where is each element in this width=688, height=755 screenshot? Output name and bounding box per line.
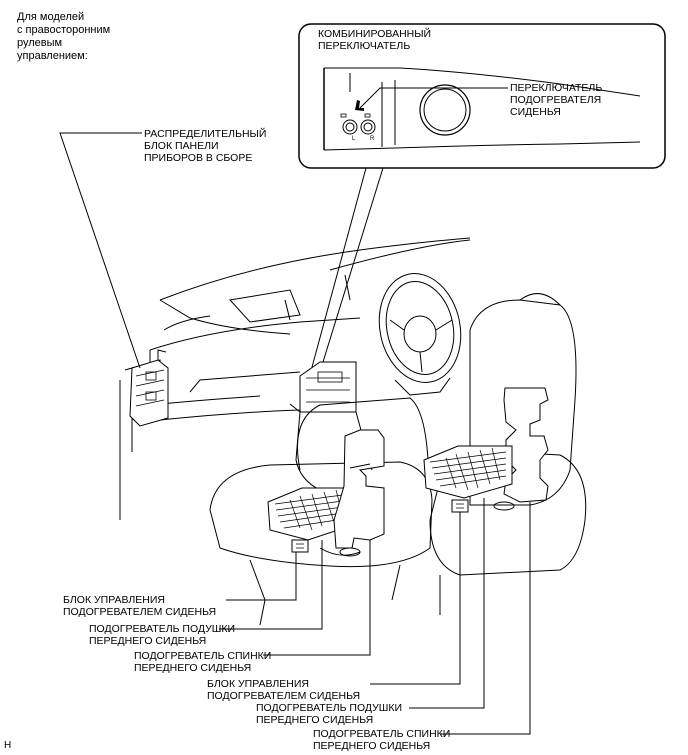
label-instrument-panel-jb: РАСПРЕДЕЛИТЕЛЬНЫЙ БЛОК ПАНЕЛИ ПРИБОРОВ В… [144, 128, 267, 164]
cushion-heater-right [423, 445, 513, 499]
label-back-heater-2: ПОДОГРЕВАТЕЛЬ СПИНКИ ПЕРЕДНЕГО СИДЕНЬЯ [313, 728, 451, 752]
back-heater-right [503, 387, 549, 503]
seat-heater-dial-left [340, 113, 358, 135]
heater-ecu-left [291, 539, 309, 553]
figure-id: H [4, 740, 12, 751]
label-combined-switch: КОМБИНИРОВАННЫЙ ПЕРЕКЛЮЧАТЕЛЬ [318, 28, 432, 52]
dial-mark-right: R [370, 136, 375, 142]
label-back-heater-1: ПОДОГРЕВАТЕЛЬ СПИНКИ ПЕРЕДНЕГО СИДЕНЬЯ [134, 650, 272, 674]
label-heater-ecu-2: БЛОК УПРАВЛЕНИЯ ПОДОГРЕВАТЕЛЕМ СИДЕНЬЯ [207, 678, 361, 702]
seat-heater-dial-right [360, 113, 376, 135]
label-cushion-heater-1: ПОДОГРЕВАТЕЛЬ ПОДУШКИ ПЕРЕДНЕГО СИДЕНЬЯ [89, 623, 236, 647]
combined-switch-inset [298, 23, 666, 405]
seat-icon [355, 100, 364, 111]
instrument-panel-junction-block [129, 349, 169, 427]
heater-ecu-right [451, 499, 469, 513]
dial-mark-left: L [352, 136, 356, 142]
leader-lines [59, 132, 531, 735]
leader-seat-heater-switch [359, 87, 508, 109]
dashboard [119, 237, 471, 520]
label-seat-heater-switch: ПЕРЕКЛЮЧАТЕЛЬ ПОДОГРЕВАТЕЛЯ СИДЕНЬЯ [510, 82, 603, 118]
back-heater-left [333, 429, 385, 549]
rhd-note: Для моделей с правосторонним рулевым упр… [17, 11, 111, 62]
steering-wheel [378, 273, 462, 396]
label-heater-ecu-1: БЛОК УПРАВЛЕНИЯ ПОДОГРЕВАТЕЛЕМ СИДЕНЬЯ [63, 594, 217, 618]
label-cushion-heater-2: ПОДОГРЕВАТЕЛЬ ПОДУШКИ ПЕРЕДНЕГО СИДЕНЬЯ [256, 702, 403, 726]
